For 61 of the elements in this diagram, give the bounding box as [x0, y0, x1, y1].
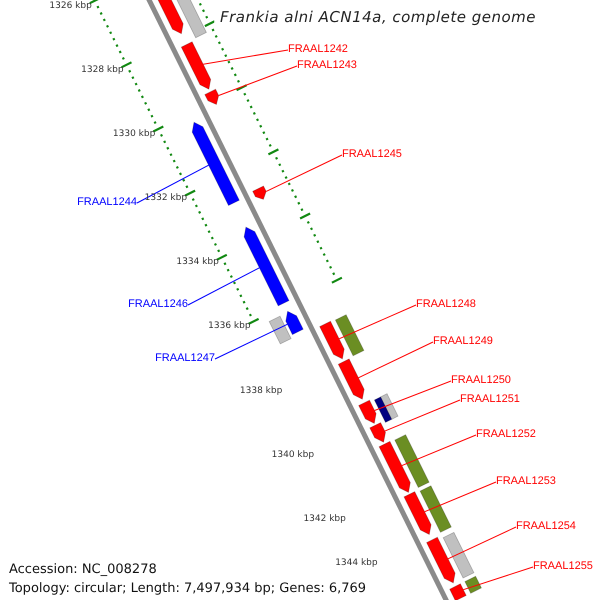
leader-line: [338, 304, 416, 340]
gene-label: FRAAL1250: [451, 374, 511, 387]
gene-block: [378, 440, 411, 493]
leader-line: [424, 482, 496, 512]
gene-block: [180, 41, 212, 90]
gene-block: [426, 536, 456, 584]
scale-label: 1338 kbp: [240, 386, 282, 397]
leader-line: [462, 566, 534, 590]
gene-label: FRAAL1255: [533, 560, 593, 573]
gene-block: [268, 316, 292, 344]
leader-line: [266, 154, 342, 192]
gene-block: [204, 88, 220, 106]
genome-stats-text: Topology: circular; Length: 7,497,934 bp; Genes: 6,769: [9, 580, 366, 598]
gene-block: [285, 310, 304, 336]
gene-label: FRAAL1253: [496, 475, 556, 488]
gene-block: [252, 185, 267, 200]
scale-label: 1340 kbp: [272, 450, 314, 461]
leader-line: [384, 400, 460, 432]
scale-label: 1344 kbp: [335, 558, 378, 569]
scale-label: 1326 kbp: [49, 0, 92, 12]
gene-block: [319, 320, 345, 360]
gene-label: FRAAL1243: [297, 59, 357, 72]
leader-line: [188, 267, 260, 306]
leader-line: [136, 164, 210, 204]
scale-label: 1332 kbp: [144, 193, 188, 204]
leader-line: [358, 342, 434, 378]
leader-line: [374, 380, 452, 411]
gene-label: FRAAL1248: [416, 298, 476, 311]
gene-block: [420, 485, 452, 533]
leader-line: [448, 526, 516, 560]
leader-line: [214, 324, 288, 360]
gene-block: [338, 358, 365, 400]
gene-label: FRAAL1249: [433, 335, 493, 348]
accession-text: Accession: NC_008278: [9, 561, 157, 579]
scale-label: 1328 kbp: [81, 64, 124, 76]
gene-label: FRAAL1244: [77, 196, 137, 209]
gene-block: [464, 576, 482, 594]
gene-block: [358, 400, 377, 424]
gene-label: FRAAL1252: [476, 428, 536, 441]
gene-label: FRAAL1254: [516, 520, 576, 533]
scale-label: 1334 kbp: [176, 257, 219, 268]
gene-block: [403, 491, 432, 536]
gene-block: [192, 122, 240, 206]
gene-block: [449, 583, 467, 600]
gene-label: FRAAL1251: [460, 393, 520, 406]
gene-block: [334, 314, 364, 356]
gene-block: [369, 422, 386, 443]
scale-label: 1330 kbp: [112, 128, 156, 140]
leader-line: [218, 66, 298, 96]
gene-block: [380, 393, 399, 420]
gene-label: FRAAL1247: [155, 352, 215, 365]
gene-label: FRAAL1242: [288, 43, 348, 56]
gene-label: FRAAL1246: [128, 298, 188, 311]
leader-line: [401, 434, 476, 466]
gene-block: [442, 532, 474, 579]
scale-label: 1342 kbp: [303, 514, 346, 525]
gene-label: FRAAL1245: [342, 148, 402, 161]
gene-block: [394, 434, 430, 488]
leader-line: [202, 50, 288, 65]
scale-label: 1336 kbp: [208, 321, 251, 332]
gene-block: [244, 226, 290, 306]
